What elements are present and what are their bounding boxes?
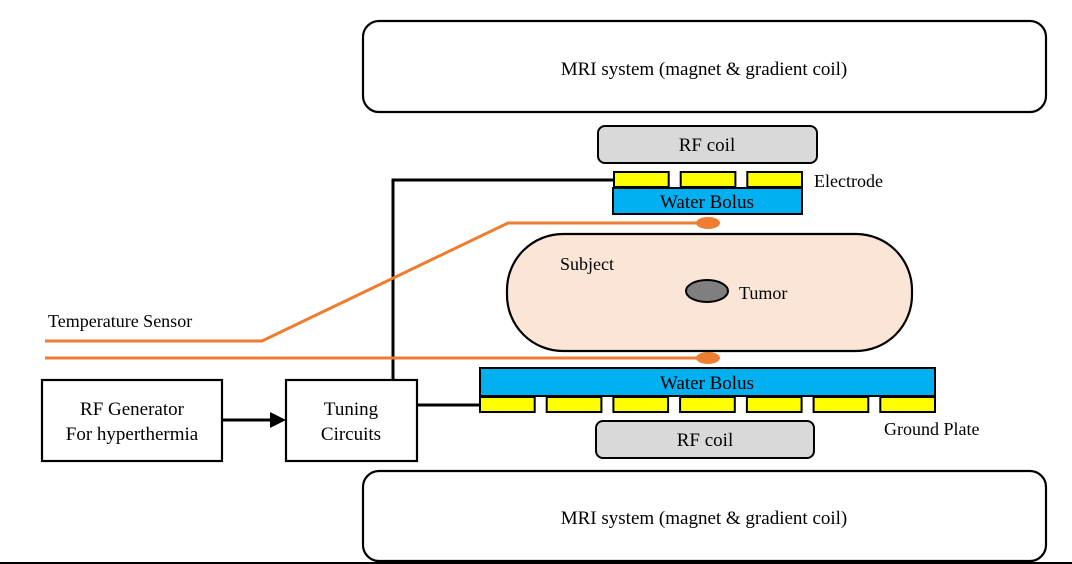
temperature-sensor: Temperature Sensor: [45, 217, 720, 364]
mri-system-bottom-box: [361, 469, 1048, 563]
temperature-sensor-label: Temperature Sensor: [48, 311, 192, 331]
ground-plate: Ground Plate: [479, 396, 979, 439]
temperature-sensor-line-upper: [45, 221, 702, 343]
generator-to-tuning-arrowhead: [270, 412, 286, 428]
rf-generator-box: [40, 378, 224, 463]
electrode-segment: [679, 171, 737, 188]
rf-coil-top: RF coil: [597, 125, 818, 164]
mri-system-top-box: [361, 19, 1048, 114]
water-bolus-top-label: Water Bolus: [660, 192, 754, 213]
rf-coil-top-box: [597, 125, 818, 164]
tuning-circuits: Tuning Circuits: [284, 378, 419, 463]
mri-system-top: MRI system (magnet & gradient coil): [361, 19, 1048, 114]
ground-plate-segment: [679, 396, 736, 413]
rf-generator-label-line1: RF Generator: [80, 399, 185, 420]
rf-generator-label-line2: For hyperthermia: [66, 424, 199, 445]
mri-system-top-label: MRI system (magnet & gradient coil): [561, 59, 848, 80]
water-bolus-bottom-label: Water Bolus: [660, 373, 754, 394]
water-bolus-top-box: [612, 187, 803, 215]
tumor-label: Tumor: [739, 283, 787, 303]
mri-system-bottom-label: MRI system (magnet & gradient coil): [561, 508, 848, 529]
subject: Subject Tumor: [505, 232, 914, 353]
temperature-sensor-tip-upper: [696, 217, 720, 229]
subject-label: Subject: [560, 254, 614, 274]
ground-plate-segment: [745, 396, 803, 413]
electrode-wire: [391, 178, 613, 380]
tumor-shape: [685, 279, 729, 303]
electrode-label: Electrode: [814, 171, 883, 191]
ground-plate-segment: [612, 396, 670, 413]
tuning-circuits-label-line2: Circuits: [321, 424, 381, 445]
ground-plate-segments: [479, 396, 936, 413]
ground-plate-segment: [479, 396, 536, 413]
temperature-sensor-tip-lower: [696, 352, 720, 364]
ground-plate-segment: [545, 396, 603, 413]
rf-coil-bottom: RF coil: [595, 420, 815, 459]
tuning-circuits-label-line1: Tuning: [324, 399, 379, 420]
electrode-segments: [613, 171, 803, 188]
rf-coil-bottom-box: [595, 420, 815, 459]
water-bolus-top: Water Bolus: [612, 187, 803, 215]
tuning-circuits-box: [284, 378, 419, 463]
electrode-segment: [613, 171, 670, 188]
electrode-segment: [746, 171, 803, 188]
ground-plate-segment: [812, 396, 870, 413]
water-bolus-bottom-box: [479, 367, 936, 397]
ground-plate-segment: [879, 396, 936, 413]
electrode: Electrode: [613, 171, 883, 191]
rf-coil-top-label: RF coil: [679, 135, 735, 156]
rf-generator: RF Generator For hyperthermia: [40, 378, 224, 463]
water-bolus-bottom: Water Bolus: [479, 367, 936, 397]
mri-system-bottom: MRI system (magnet & gradient coil): [361, 469, 1048, 563]
ground-plate-label: Ground Plate: [884, 419, 979, 439]
rf-coil-bottom-label: RF coil: [677, 430, 733, 451]
